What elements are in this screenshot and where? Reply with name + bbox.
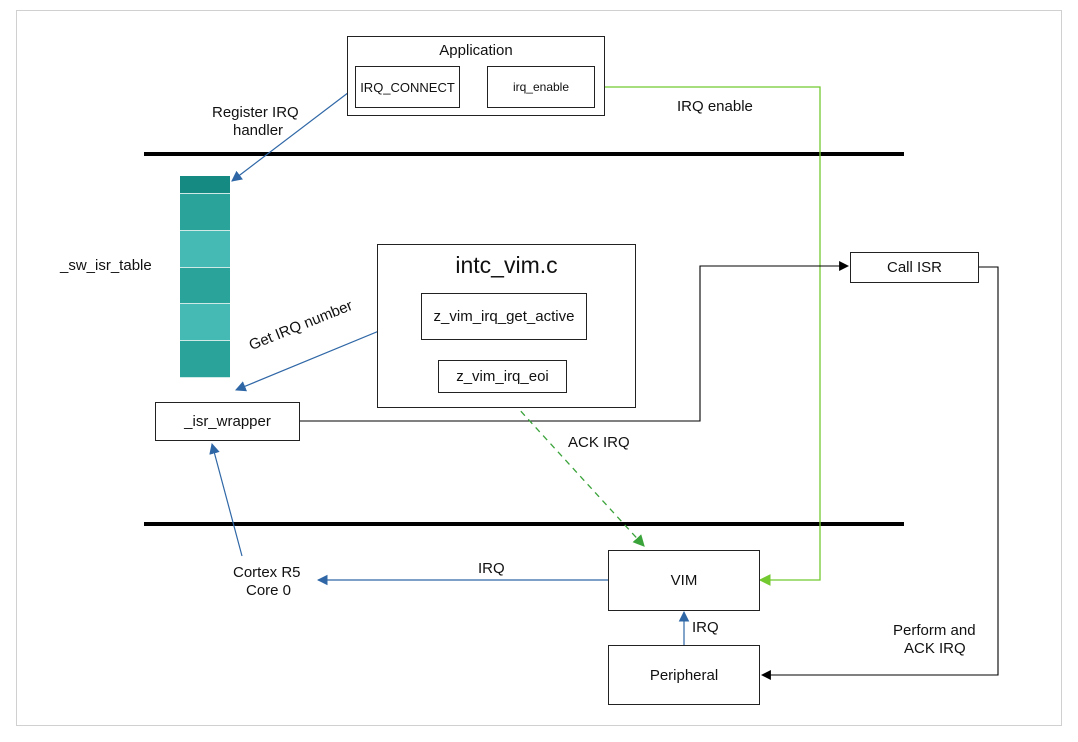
sw-isr-table [180, 176, 230, 378]
register-label-line1: Register IRQ [212, 104, 299, 121]
isr-table-entry [180, 268, 230, 304]
call-isr-box: Call ISR [850, 252, 979, 283]
register-label-line2: handler [233, 122, 284, 139]
isr-table-entry [180, 304, 230, 341]
ack-irq-label: ACK IRQ [568, 434, 630, 451]
isr-table-entry [180, 341, 230, 378]
intc-vim-title: intc_vim.c [455, 252, 558, 278]
edge-ack-irq [505, 394, 645, 547]
edge-perform-ack [761, 266, 999, 680]
edge-cpu-to-wrapper [209, 442, 243, 557]
edge-call-isr [300, 261, 849, 422]
isr-table-entry [180, 231, 230, 268]
application-title: Application [439, 42, 513, 59]
irq-enable-label: IRQ enable [677, 98, 753, 115]
isr-wrapper-box: _isr_wrapper [155, 402, 300, 441]
isr-table-entry [180, 194, 230, 231]
edge-irq-enable [594, 86, 821, 586]
bottom-separator-line [144, 522, 904, 526]
isr-table-entry [180, 176, 230, 194]
eoi-box: z_vim_irq_eoi [438, 360, 567, 393]
get-active-box: z_vim_irq_get_active [421, 293, 587, 340]
edge-register-handler [231, 85, 358, 182]
top-separator-line [144, 152, 904, 156]
perform-label-line1: Perform and [893, 622, 976, 639]
diagram-frame [16, 10, 1062, 726]
perform-label-line2: ACK IRQ [904, 640, 966, 657]
irq-enable-box: irq_enable [487, 66, 595, 108]
irq-from-peripheral-label: IRQ [692, 619, 719, 636]
sw-isr-table-label: _sw_isr_table [60, 257, 152, 274]
cortex-label-line2: Core 0 [246, 582, 292, 599]
irq-connect-box: IRQ_CONNECT [355, 66, 460, 108]
vim-box: VIM [608, 550, 760, 611]
peripheral-box: Peripheral [608, 645, 760, 705]
cortex-label-line1: Cortex R5 [233, 564, 301, 581]
irq-to-cpu-label: IRQ [478, 560, 505, 577]
